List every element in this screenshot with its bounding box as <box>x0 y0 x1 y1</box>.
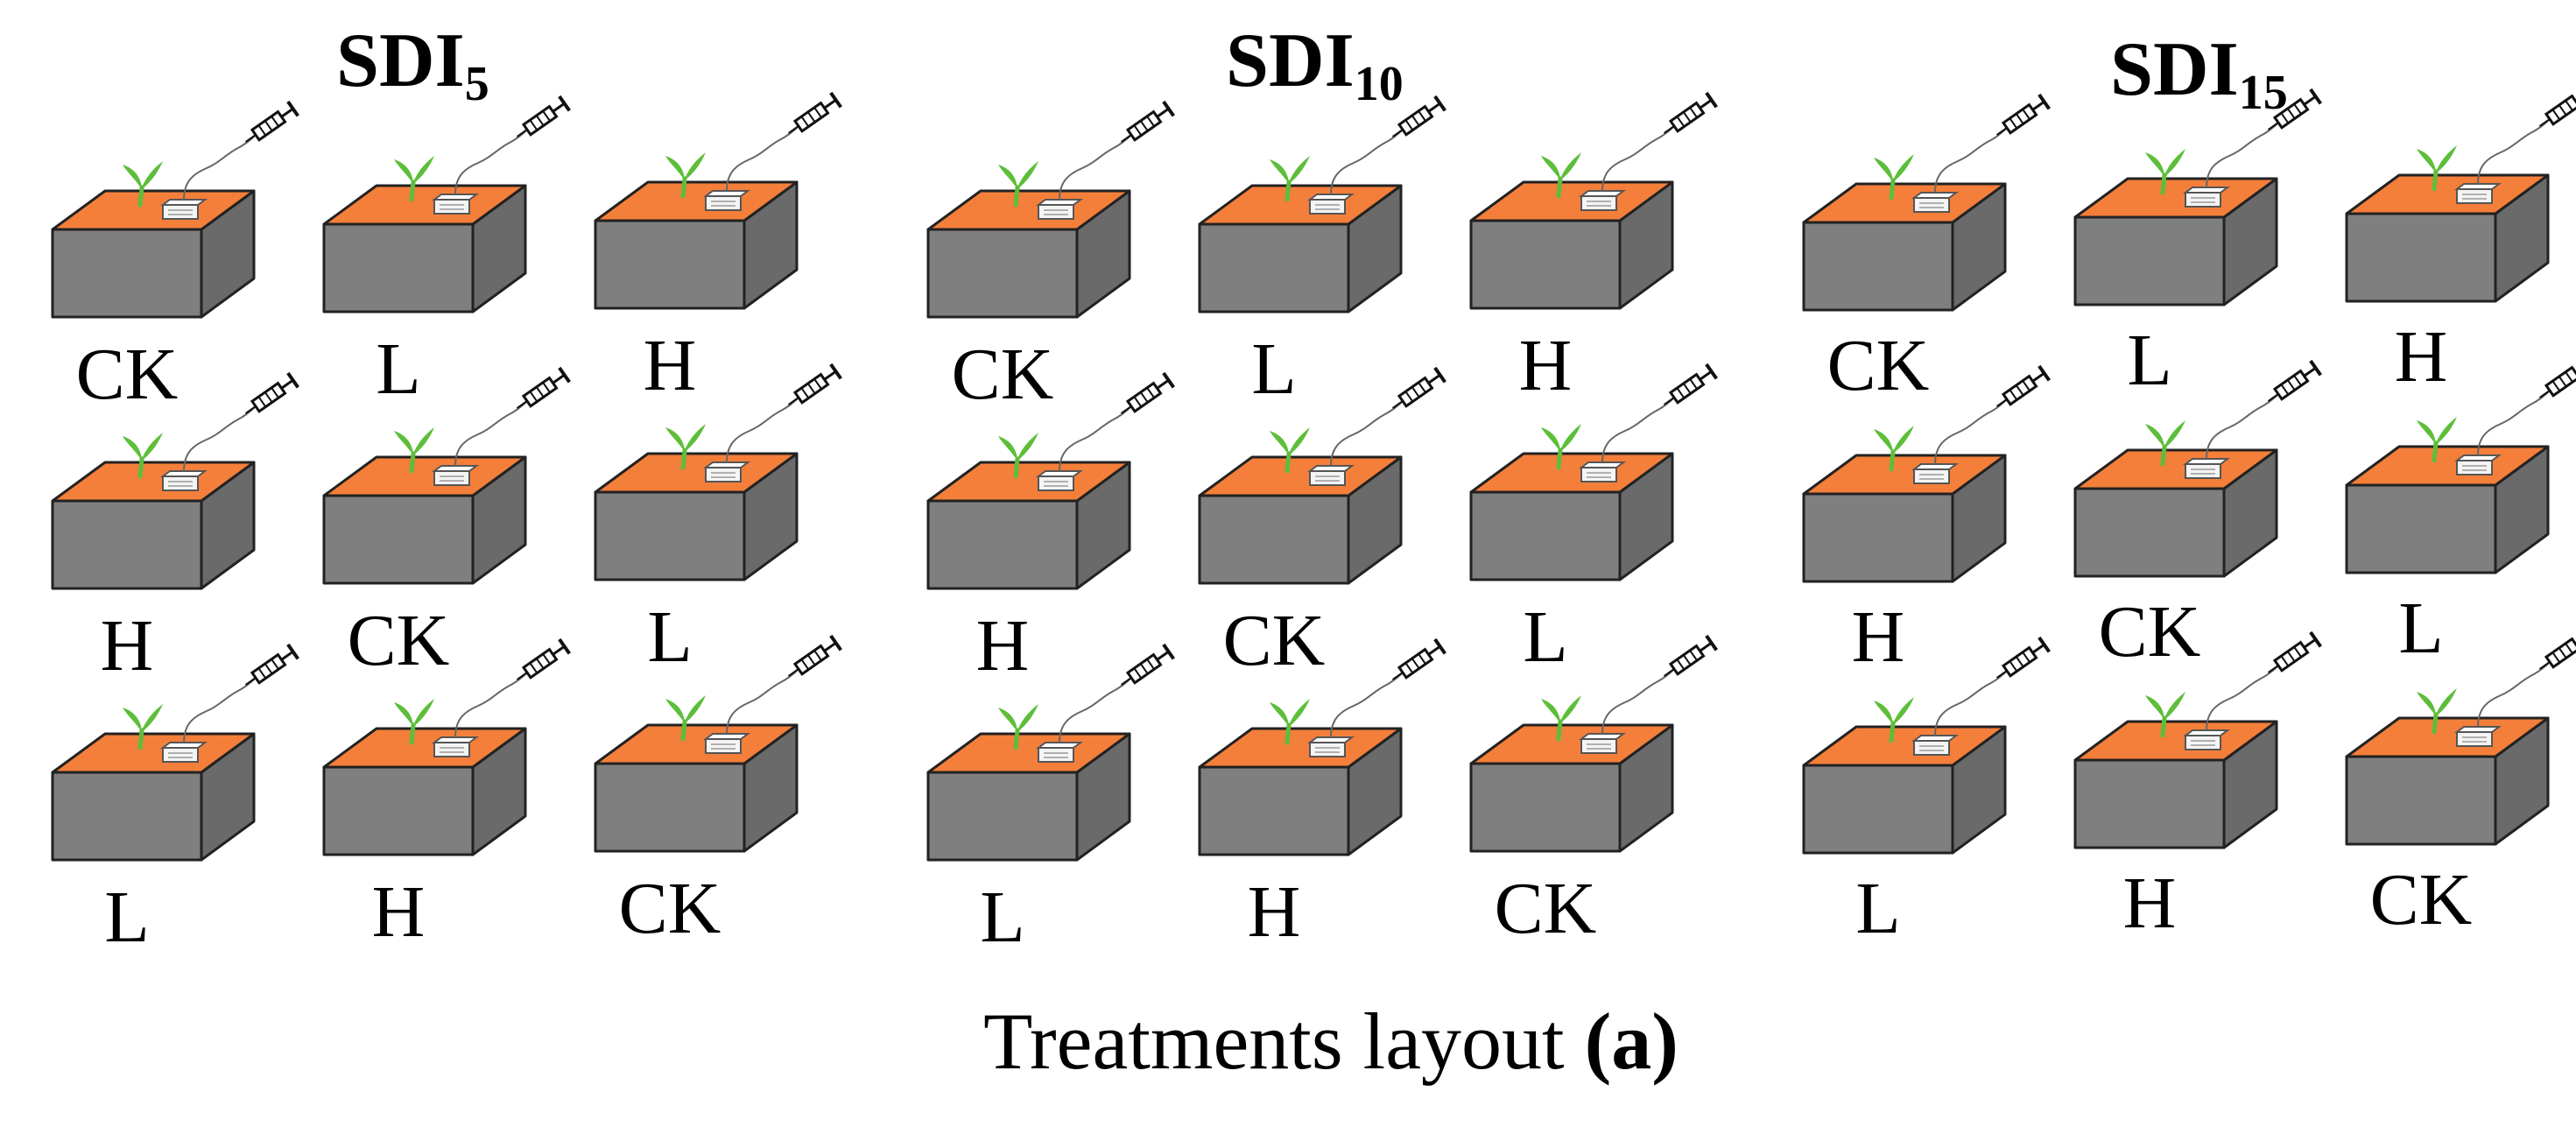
soil-plot-l-g1-r1-c2 <box>324 96 569 312</box>
soil-plot-l-g1-r2-c3 <box>595 364 841 580</box>
soil-plot-h-g3-r1-c3 <box>2347 86 2576 301</box>
treatment-label: L <box>1855 868 1900 949</box>
group-header-sdi15: SDI15 <box>2110 27 2288 120</box>
soil-plot-ck-g1-r1-c1 <box>53 102 298 317</box>
soil-plot-l-g2-r1-c2 <box>1200 96 1445 312</box>
soil-plot-l-g3-r2-c3 <box>2347 357 2576 573</box>
treatment-label: CK <box>1827 325 1930 406</box>
treatment-label: L <box>1251 328 1296 410</box>
treatment-label: H <box>2123 863 2177 944</box>
treatment-label: H <box>1519 325 1573 406</box>
soil-plot-ck-g1-r2-c2 <box>324 368 569 583</box>
treatment-label: CK <box>619 868 721 949</box>
treatment-label: CK <box>76 334 179 415</box>
treatment-label: L <box>2127 320 2171 401</box>
soil-plot-h-g2-r1-c3 <box>1471 93 1716 308</box>
treatment-label: CK <box>2370 859 2473 940</box>
soil-plot-ck-g3-r2-c2 <box>2075 361 2320 576</box>
soil-plot-l-g3-r3-c1 <box>1804 637 2049 853</box>
plots-layer <box>53 86 2576 860</box>
treatment-label: L <box>647 596 692 678</box>
treatment-label: H <box>101 605 154 687</box>
treatment-label: L <box>376 328 420 410</box>
soil-plot-ck-g3-r3-c3 <box>2347 629 2576 844</box>
figure-caption: Treatments layout (a) <box>983 997 1679 1086</box>
soil-plot-ck-g2-r2-c2 <box>1200 368 1445 583</box>
treatment-label: L <box>104 877 149 958</box>
treatment-label: CK <box>1495 868 1597 949</box>
treatment-label: H <box>1852 596 1905 678</box>
soil-plot-l-g2-r2-c3 <box>1471 364 1716 580</box>
treatment-label: H <box>644 325 697 406</box>
treatment-label: H <box>1248 871 1301 953</box>
soil-plot-l-g2-r3-c1 <box>928 645 1173 860</box>
treatment-label: L <box>1523 596 1567 678</box>
soil-plot-ck-g2-r1-c1 <box>928 102 1173 317</box>
soil-plot-ck-g1-r3-c3 <box>595 636 841 851</box>
soil-plot-h-g1-r1-c3 <box>595 93 841 308</box>
group-header-sdi10: SDI10 <box>1226 18 1404 111</box>
treatment-label: H <box>976 605 1030 687</box>
soil-plot-ck-g3-r1-c1 <box>1804 95 2049 310</box>
treatment-label: H <box>2395 316 2448 398</box>
treatment-label: CK <box>2099 591 2201 673</box>
treatment-label: L <box>980 877 1024 958</box>
soil-plot-l-g3-r1-c2 <box>2075 89 2320 305</box>
soil-plot-ck-g2-r3-c3 <box>1471 636 1716 851</box>
treatment-labels-layer: CK L H H CK L L H CK CK L H H CK L L H CK CK L H H CK L L H CK <box>76 316 2473 958</box>
soil-plot-l-g1-r3-c1 <box>53 645 298 860</box>
treatment-label: CK <box>1223 600 1326 681</box>
treatment-label: CK <box>952 334 1054 415</box>
treatment-label: H <box>372 871 426 953</box>
treatment-label: CK <box>348 600 450 681</box>
group-header-sdi5: SDI5 <box>336 18 489 111</box>
treatment-label: L <box>2398 588 2443 669</box>
